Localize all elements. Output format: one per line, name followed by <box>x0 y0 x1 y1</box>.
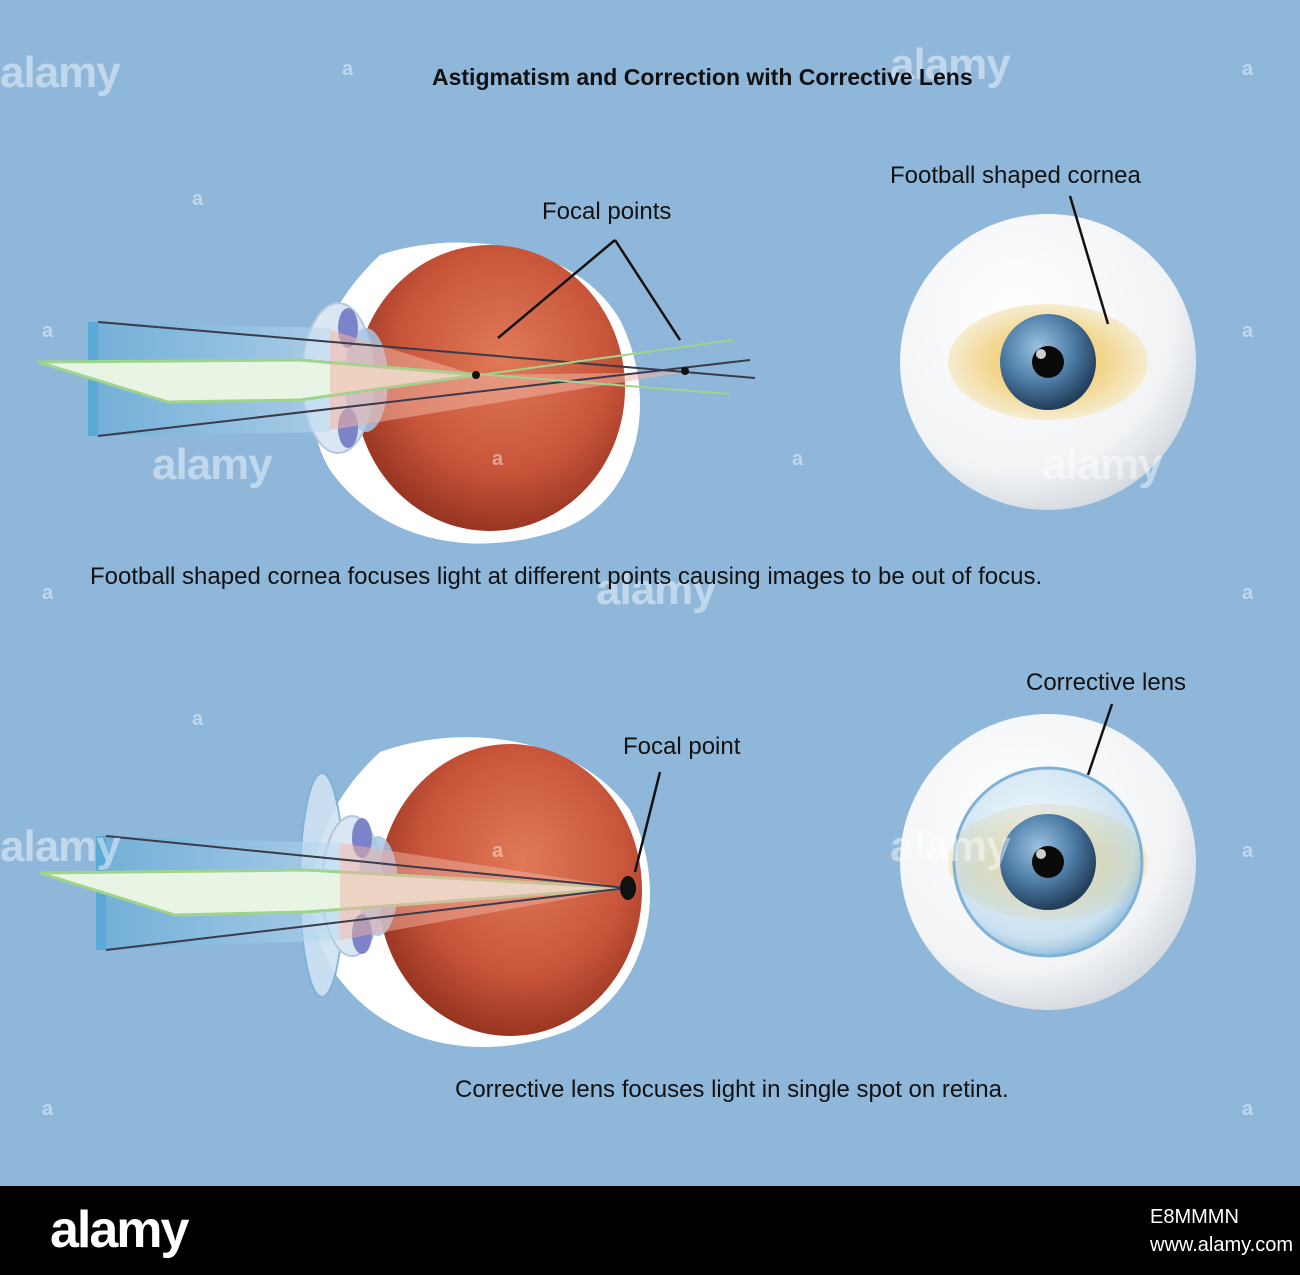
ray-bottom-1 <box>105 835 628 889</box>
focal-point-2 <box>681 367 689 375</box>
leader-focal-2 <box>613 239 682 341</box>
leader-focal-point <box>633 771 662 873</box>
watermark-word: alamy <box>596 565 717 614</box>
watermark-word: alamy <box>0 48 121 97</box>
leader-corrective-lens <box>1086 703 1114 776</box>
leader-lines-focal-points <box>497 239 682 341</box>
watermark-glyph: a <box>492 448 504 470</box>
focal-point-1 <box>472 371 480 379</box>
ray-top-2 <box>97 359 751 437</box>
label-corrective-lens: Corrective lens <box>1026 669 1187 696</box>
watermark-glyph: a <box>1242 1098 1254 1120</box>
footer-logo: alamy <box>50 1201 189 1259</box>
pupil-highlight-top <box>1036 349 1046 359</box>
watermark-glyph: a <box>342 58 354 80</box>
diagram-illustration <box>37 195 1196 1048</box>
watermark-word: alamy <box>1042 440 1163 489</box>
leader-focal-1 <box>497 239 616 339</box>
caption-top: Football shaped cornea focuses light at … <box>90 563 1043 590</box>
ray-top-1 <box>97 321 756 379</box>
watermark-glyph: a <box>42 320 54 342</box>
pink-beam-top <box>330 330 685 430</box>
footer-url: www.alamy.com <box>1150 1234 1293 1256</box>
eye-front-view-bottom <box>900 703 1196 1010</box>
caption-bottom: Corrective lens focuses light in single … <box>455 1076 1009 1103</box>
eye-front-view-top <box>900 195 1196 510</box>
watermark-glyph: a <box>42 1098 54 1120</box>
label-focal-point: Focal point <box>623 733 741 760</box>
pupil-front-top <box>1032 346 1064 378</box>
watermark-word: alamy <box>0 822 121 871</box>
label-focal-points: Focal points <box>542 198 672 225</box>
footer-bar: alamy E8MMMN www.alamy.com <box>0 1186 1300 1275</box>
watermark-glyph: a <box>1242 58 1254 80</box>
watermark-word: alamy <box>890 40 1011 89</box>
ray-bottom-2 <box>105 887 628 951</box>
watermark-glyph: a <box>792 448 804 470</box>
watermark-word: alamy <box>890 822 1011 871</box>
single-focal-point <box>620 876 636 900</box>
footer-image-code: E8MMMN <box>1150 1206 1239 1228</box>
watermark-glyph: a <box>192 708 204 730</box>
pupil-highlight-bottom <box>1036 849 1046 859</box>
ray-top-4 <box>299 339 734 401</box>
watermark-glyph: a <box>42 582 54 604</box>
watermark-glyph: a <box>1242 840 1254 862</box>
diagram-title: Astigmatism and Correction with Correcti… <box>432 64 973 90</box>
light-beams-bottom <box>39 771 662 951</box>
watermark-glyph: a <box>192 188 204 210</box>
watermark-glyph: a <box>492 840 504 862</box>
pupil-front-bottom <box>1032 846 1064 878</box>
ray-top-3 <box>299 359 731 395</box>
watermark-word: alamy <box>152 440 273 489</box>
label-football-cornea: Football shaped cornea <box>890 162 1141 189</box>
watermark-glyph: a <box>1242 320 1254 342</box>
light-beams-top <box>37 321 756 437</box>
leader-cornea <box>1068 195 1110 325</box>
watermark-glyph: a <box>1242 582 1254 604</box>
